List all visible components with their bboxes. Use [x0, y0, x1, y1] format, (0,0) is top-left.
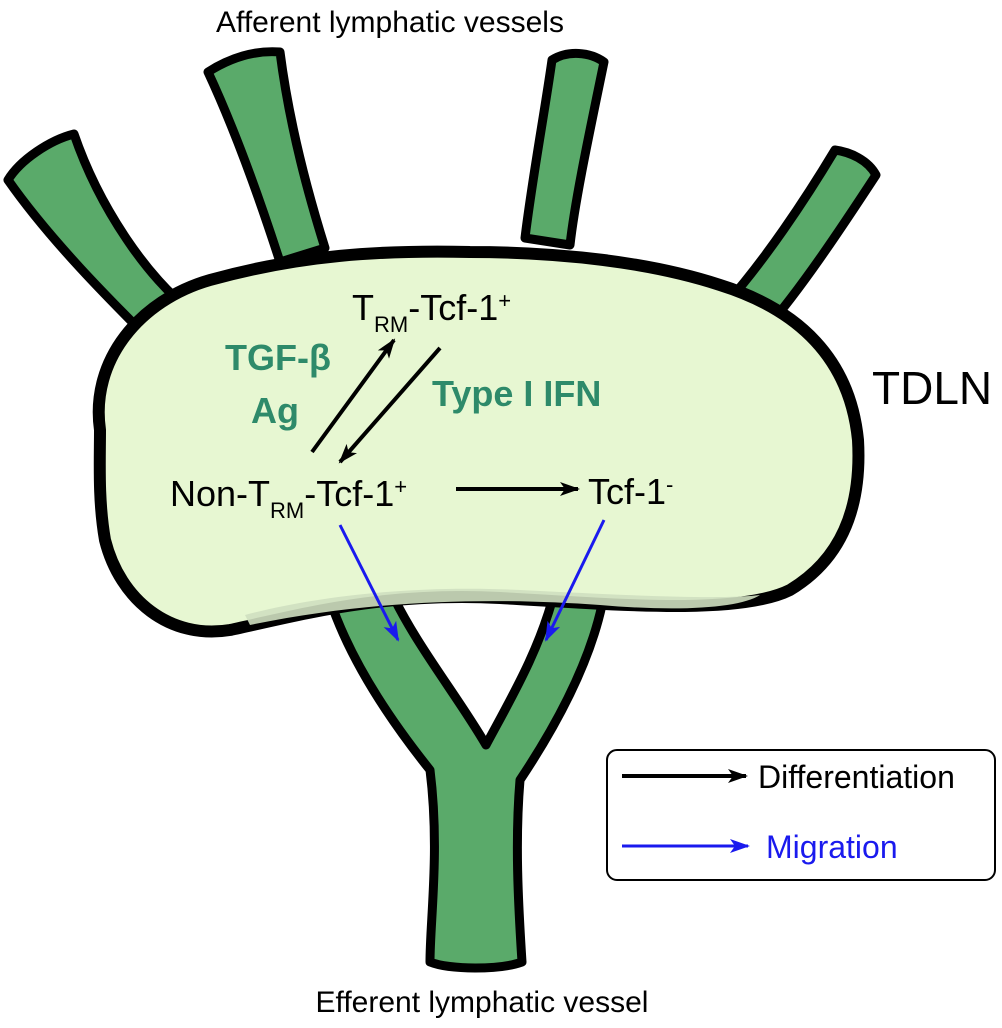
afferent-vessels — [3, 47, 881, 345]
arrow-non-trm-to-trm — [310, 338, 396, 454]
efferent-label: Efferent lymphatic vessel — [316, 986, 649, 1019]
afferent-vessel-1 — [3, 129, 195, 345]
factor-tgf-beta: TGF-β — [225, 337, 331, 378]
legend-differentiation-label: Differentiation — [758, 759, 955, 795]
afferent-label: Afferent lymphatic vessels — [216, 6, 564, 39]
migration-arrow-tcf1-neg — [544, 519, 606, 642]
afferent-vessel-3 — [520, 49, 609, 250]
arrow-trm-to-non-trm — [338, 346, 442, 464]
node-shadow — [245, 588, 760, 625]
cell-trm-tcf1-pos: TRM-Tcf-1+ — [352, 287, 511, 337]
migration-arrow-non-trm — [338, 524, 400, 642]
efferent-vessel — [325, 585, 607, 973]
legend: Differentiation Migration — [606, 749, 996, 881]
legend-migration-label: Migration — [766, 829, 898, 865]
factor-ag: Ag — [251, 390, 299, 431]
cell-tcf1-neg: Tcf-1- — [588, 471, 673, 512]
afferent-vessel-4 — [720, 145, 881, 335]
afferent-vessel-2 — [203, 47, 330, 267]
factor-type-i-ifn: Type I IFN — [432, 373, 601, 414]
cell-non-trm-tcf1-pos: Non-TRM-Tcf-1+ — [170, 473, 407, 523]
tdln-label: TDLN — [872, 362, 992, 414]
lymph-node — [92, 245, 865, 638]
